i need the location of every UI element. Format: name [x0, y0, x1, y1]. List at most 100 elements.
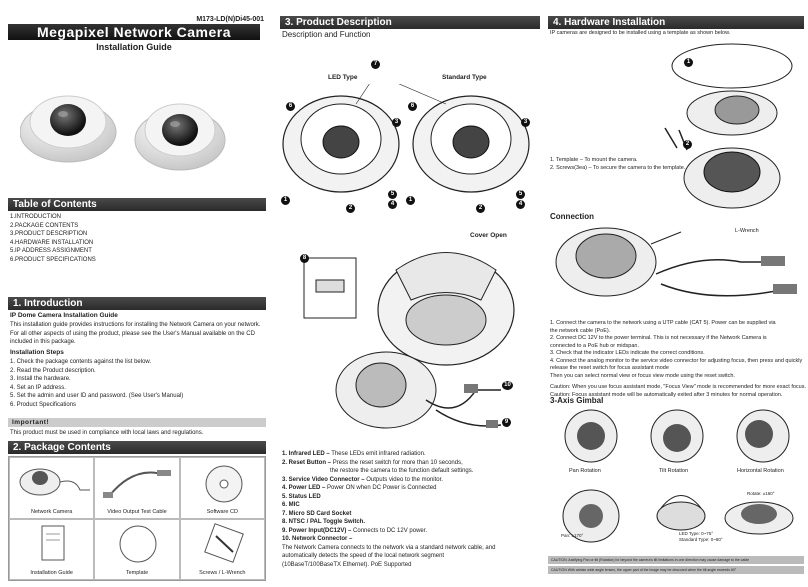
description-item-label: 3. Service Video Connector – — [282, 476, 365, 483]
callout-7: 7 — [371, 60, 380, 69]
camera-photos — [20, 95, 226, 171]
caution-bar: CAUTION Justifying Pan or tilt (Rotation… — [548, 556, 804, 564]
connection-step: 2. Connect DC 12V to the power terminal.… — [550, 335, 767, 341]
important-text: This product must be used in compliance … — [10, 430, 204, 436]
description-item: (10BaseT/100BaseTX Ethernet). PoE Suppor… — [282, 561, 540, 570]
gimbal-label-pan: Pan Rotation — [569, 468, 601, 474]
package-item-label: Video Output Test Cable — [107, 508, 167, 515]
cd-icon — [205, 465, 243, 503]
package-cell: Template — [94, 518, 180, 580]
callout-6: 6 — [286, 102, 295, 111]
callout-screws: 2 — [683, 140, 692, 149]
package-item-label: Software CD — [206, 508, 238, 515]
led-type-label: LED Type — [328, 74, 358, 81]
description-item-text: Press the reset switch for more than 10 … — [332, 459, 463, 466]
toc-item[interactable]: 2.PACKAGE CONTENTS — [10, 222, 79, 229]
connection-heading: Connection — [550, 212, 594, 221]
description-item: 7. Micro SD Card Socket — [282, 510, 540, 519]
toc-list: 1.INTRODUCTION 2.PACKAGE CONTENTS 3.PROD… — [10, 213, 96, 264]
steps-heading: Installation Steps — [10, 349, 64, 356]
description-item-label: 4. Power LED – — [282, 485, 326, 491]
description-item: 9. Power Input(DC12V) – Connects to DC 1… — [282, 527, 540, 536]
gimbal-label-horizontal: Horizontal Rotation — [737, 468, 784, 474]
gimbal-heading: 3-Axis Gimbal — [550, 396, 604, 405]
hardware-note: 1. Template – To mount the camera. — [550, 157, 638, 163]
connection-caution: Caution: When you use focus assistant mo… — [550, 384, 807, 390]
intro-subheading: IP Dome Camera Installation Guide — [10, 312, 118, 319]
caution-bar: CAUTION With certain wide angle lenses, … — [548, 566, 804, 574]
description-item-text: the restore the camera to the function d… — [330, 468, 474, 474]
description-item: 4. Power LED – Power ON when DC Power is… — [282, 484, 540, 493]
callout-8: 8 — [300, 254, 309, 263]
cover-open-diagram — [303, 252, 515, 429]
connection-diagram — [555, 227, 797, 297]
step-item: 1. Check the package contents against th… — [10, 359, 152, 365]
description-item-text: The Network Camera connects to the netwo… — [282, 544, 496, 551]
product-diagram — [282, 84, 530, 193]
gimbal-label-tilt: Tilt Rotation — [659, 468, 689, 474]
callout-9: 9 — [502, 418, 511, 427]
description-item: 8. NTSC / PAL Toggle Switch. — [282, 518, 540, 527]
callout-5: 5 — [388, 190, 397, 199]
description-list: 1. Infrared LED – These LEDs emit infrar… — [282, 450, 540, 569]
connection-step: connected to a PoE hub or midspan. — [550, 342, 639, 349]
page-subtitle: Installation Guide — [96, 42, 172, 52]
screws-icon — [203, 522, 244, 563]
cover-open-label: Cover Open — [470, 232, 507, 239]
rotate-label: Rotate: ±160° — [747, 491, 775, 496]
description-item-text: Connects to DC 12V power. — [353, 527, 428, 534]
toc-item[interactable]: 3.PRODUCT DESCRIPTION — [10, 231, 88, 237]
column-2: 3. Product Description Description and F… — [276, 0, 541, 587]
toc-item[interactable]: 6.PRODUCT SPECIFICATIONS — [10, 256, 96, 263]
pan-label: Pan: ±170° — [561, 533, 584, 538]
description-item: the restore the camera to the function d… — [282, 467, 540, 476]
description-item-label: 7. Micro SD Card Socket — [282, 510, 352, 517]
callout-4: 4 — [388, 200, 397, 209]
important-label: Important! — [8, 418, 266, 427]
toc-heading: Table of Contents — [8, 198, 266, 211]
callout-3: 3 — [392, 118, 401, 127]
package-cell: Screws / L-Wrench — [179, 518, 265, 580]
step-item: 4. Set an IP address. — [10, 384, 66, 391]
page-title: Megapixel Network Camera — [8, 24, 260, 40]
description-item-text: automatically detects the speed of the l… — [282, 553, 445, 559]
standard-type-label: Standard Type — [442, 74, 487, 81]
mounting-diagram — [664, 43, 793, 209]
description-item-text: (10BaseT/100BaseTX Ethernet). PoE Suppor… — [282, 561, 412, 568]
package-item-label: Screws / L-Wrench — [199, 570, 246, 576]
description-item: 10. Network Connector – — [282, 535, 540, 544]
hardware-notes: 1. Template – To mount the camera. 2. Sc… — [550, 157, 685, 172]
description-item-text: Power ON when DC Power is Connected — [327, 485, 437, 491]
description-item: 2. Reset Button – Press the reset switch… — [282, 459, 540, 468]
step-item: 6. Product Specifications — [10, 401, 77, 408]
description-item-label: 1. Infrared LED – — [282, 451, 330, 457]
package-cell: Video Output Test Cable — [94, 457, 180, 519]
callout-5b: 5 — [516, 190, 525, 199]
description-item: The Network Camera connects to the netwo… — [282, 544, 540, 553]
intro-heading: 1. Introduction — [8, 297, 266, 310]
step-item: 2. Read the Product description. — [10, 367, 96, 374]
description-item-label: 5. Status LED — [282, 493, 321, 500]
tilt-led-label: LED Type: 0~75° — [679, 531, 714, 536]
package-heading: 2. Package Contents — [8, 441, 266, 454]
callout-3b: 3 — [521, 118, 530, 127]
toc-item[interactable]: 4.HARDWARE INSTALLATION — [10, 239, 94, 246]
package-table: Network Camera Video Output Test Cable S… — [8, 456, 266, 581]
connection-step: 1. Connect the camera to the network usi… — [550, 320, 776, 326]
package-cell: Installation Guide — [9, 518, 95, 580]
tilt-std-label: Standard Type: 0~80° — [679, 537, 723, 542]
callout-6b: 6 — [408, 102, 417, 111]
description-item: automatically detects the speed of the l… — [282, 552, 540, 561]
gimbal-diagram — [564, 409, 790, 463]
toc-item[interactable]: 5.IP ADDRESS ASSIGNMENT — [10, 248, 92, 254]
callout-2b: 2 — [476, 204, 485, 213]
intro-body: This installation guide provides instruc… — [10, 322, 261, 345]
template-icon — [119, 525, 157, 562]
package-item-label: Network Camera — [31, 508, 73, 515]
lwrench-label: L-Wrench — [735, 228, 759, 234]
package-cell: Network Camera — [9, 457, 95, 519]
description-item: 1. Infrared LED – These LEDs emit infrar… — [282, 450, 540, 459]
connection-caution: Caution: Focus assistant mode will be au… — [550, 391, 783, 398]
connection-steps: 1. Connect the camera to the network usi… — [550, 320, 806, 399]
toc-item[interactable]: 1.INTRODUCTION — [10, 214, 61, 220]
